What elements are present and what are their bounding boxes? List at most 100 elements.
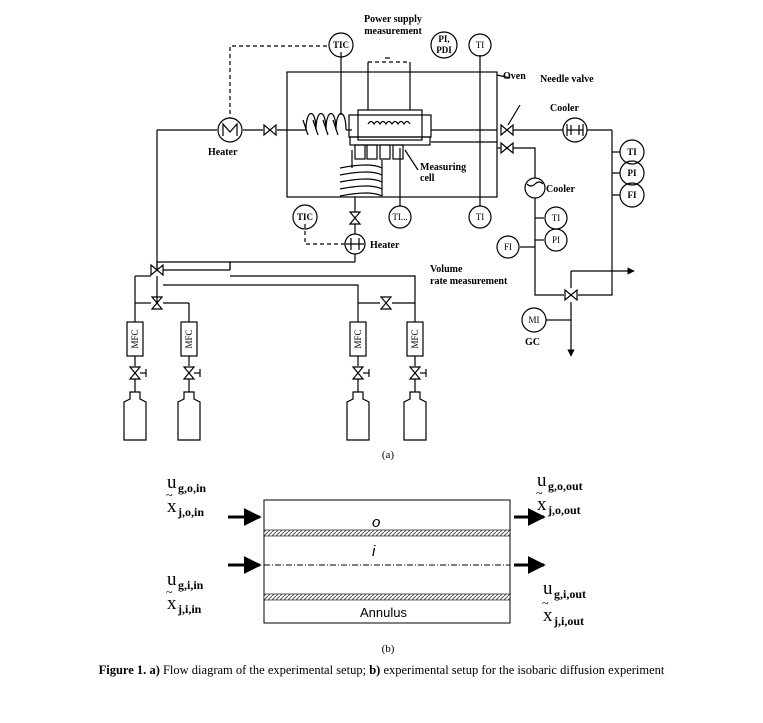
caption-figure-number: Figure 1. <box>98 663 147 677</box>
cooler-mid-label: Cooler <box>546 184 575 195</box>
oven-label: Oven <box>503 71 526 82</box>
u-in-top: u <box>167 472 177 493</box>
inlet-top-vars: u g,o,in x j,o,in ~ <box>166 472 206 519</box>
coil-bottom <box>339 164 383 197</box>
pi-right-text: PI <box>628 168 637 178</box>
outlet-bot-vars: u g,i,out x j,i,out ~ <box>542 578 586 628</box>
x-out-top: x <box>537 494 547 515</box>
mfc-label-1: MFC <box>130 329 140 348</box>
measuring-label-2: cell <box>420 173 435 184</box>
tilde-out-bot: ~ <box>542 596 549 610</box>
figure-canvas: TIC PI, PDI TI TI PI FI TIC TI... TI TI … <box>123 14 645 655</box>
panel-b-tag: (b) <box>382 643 395 655</box>
u-in-bot: u <box>167 569 177 590</box>
instrument-tic-top <box>328 32 354 58</box>
instrument-pi-pdi <box>430 31 458 59</box>
hatched-wall-bottom <box>263 593 511 601</box>
caption-b-text: experimental setup for the isobaric diff… <box>380 663 665 677</box>
x-out-bot: x <box>543 605 553 626</box>
crossover-valve-right <box>380 296 392 310</box>
tic-top-text: TIC <box>333 40 349 50</box>
x-in-top: x <box>167 496 177 517</box>
oven-pointer <box>496 74 511 79</box>
mfc-label-4: MFC <box>410 329 420 348</box>
x-out-top-sub: j,o,out <box>547 503 581 517</box>
diffusion-diagram: o i Annulus u g,o,in x j,o,in ~ u g,i,in… <box>166 470 586 655</box>
power-supply-label-1: Power supply <box>364 14 422 25</box>
heater-left-label: Heater <box>208 147 238 158</box>
x-in-bot-sub: j,i,in <box>177 602 202 616</box>
u-in-top-sub: g,o,in <box>178 481 206 495</box>
gas-cylinder-2 <box>177 391 201 441</box>
instrument-tic-bottom <box>292 204 318 230</box>
instrument-ti-right <box>619 139 645 165</box>
x-out-bot-sub: j,i,out <box>553 614 584 628</box>
tic-bottom-text: TIC <box>297 212 313 222</box>
u-out-bot-sub: g,i,out <box>554 587 586 601</box>
figure-caption: Figure 1. a) Flow diagram of the experim… <box>0 663 763 678</box>
inlet-bot-vars: u g,i,in x j,i,in ~ <box>166 569 204 616</box>
ti-mid-text: TI <box>552 213 561 223</box>
instrument-pi-mid <box>544 228 568 252</box>
channel-i-label: i <box>372 543 376 560</box>
tilde-out-top: ~ <box>536 486 543 500</box>
instrument-ti-oven <box>468 205 492 229</box>
tilde-in-bot: ~ <box>166 585 173 599</box>
cyl-valve-3 <box>352 366 364 380</box>
volume-label-1: Volume <box>430 264 463 275</box>
cyl-valve-1 <box>129 366 141 380</box>
u-out-top-sub: g,o,out <box>548 479 583 493</box>
instrument-pi-right <box>619 160 645 186</box>
x-in-bot: x <box>167 593 177 614</box>
gas-cylinder-3 <box>346 391 370 441</box>
caption-a-text: Flow diagram of the experimental setup; <box>159 663 370 677</box>
pi-text: PI, <box>438 34 449 44</box>
needle-valve-2 <box>500 142 514 154</box>
fi-right-text: FI <box>628 190 637 200</box>
mi-text: MI <box>529 315 540 325</box>
measuring-cell <box>348 114 432 138</box>
instrument-ti-cell <box>388 205 412 229</box>
caption-a-tag: a) <box>149 663 160 677</box>
volume-label-2: rate measurement <box>430 276 508 287</box>
gc-valve <box>564 289 578 301</box>
cyl-valve-4 <box>409 366 421 380</box>
oven-box <box>286 71 498 198</box>
hatched-wall-top <box>263 529 511 537</box>
fi-mid-text: FI <box>504 242 512 252</box>
flow-diagram <box>123 31 645 441</box>
diffusion-box <box>263 499 511 624</box>
mfc-label-3: MFC <box>353 329 363 348</box>
panel-a-tag: (a) <box>382 449 395 461</box>
ti-right-text: TI <box>627 147 637 157</box>
power-supply-label-2: measurement <box>364 26 422 37</box>
u-out-top: u <box>537 470 547 491</box>
x-in-top-sub: j,o,in <box>177 505 204 519</box>
diagram-a-labels: TIC PI, PDI TI TI PI FI TIC TI... TI TI … <box>130 14 637 461</box>
channel-o-label: o <box>372 514 380 531</box>
inlet-valve <box>263 124 277 136</box>
gas-cylinder-1 <box>123 391 147 441</box>
annulus-label: Annulus <box>360 605 407 620</box>
tilde-in-top: ~ <box>166 488 173 502</box>
instrument-ti-top <box>468 33 492 57</box>
caption-b-tag: b) <box>369 663 381 677</box>
u-in-bot-sub: g,i,in <box>178 578 204 592</box>
ti-oven-text: TI <box>476 212 485 222</box>
gc-label: GC <box>525 337 540 348</box>
ti-top-text: TI <box>476 40 485 50</box>
pi-mid-text: PI <box>552 235 560 245</box>
mfc-label-2: MFC <box>184 329 194 348</box>
needle-valve-1 <box>500 124 514 136</box>
tic-dashed <box>229 45 327 118</box>
measuring-label-1: Measuring <box>420 162 466 173</box>
outlet-top-vars: u g,o,out x j,o,out ~ <box>536 470 583 517</box>
bottom-valve <box>349 211 361 225</box>
cooler-top-label: Cooler <box>550 103 579 114</box>
cyl-valve-2 <box>183 366 195 380</box>
cooler-mid-symbol <box>524 177 546 199</box>
gas-cylinder-4 <box>403 391 427 441</box>
heater-bottom-label: Heater <box>370 240 400 251</box>
u-out-bot: u <box>543 578 553 599</box>
pdi-text: PDI <box>436 45 452 55</box>
